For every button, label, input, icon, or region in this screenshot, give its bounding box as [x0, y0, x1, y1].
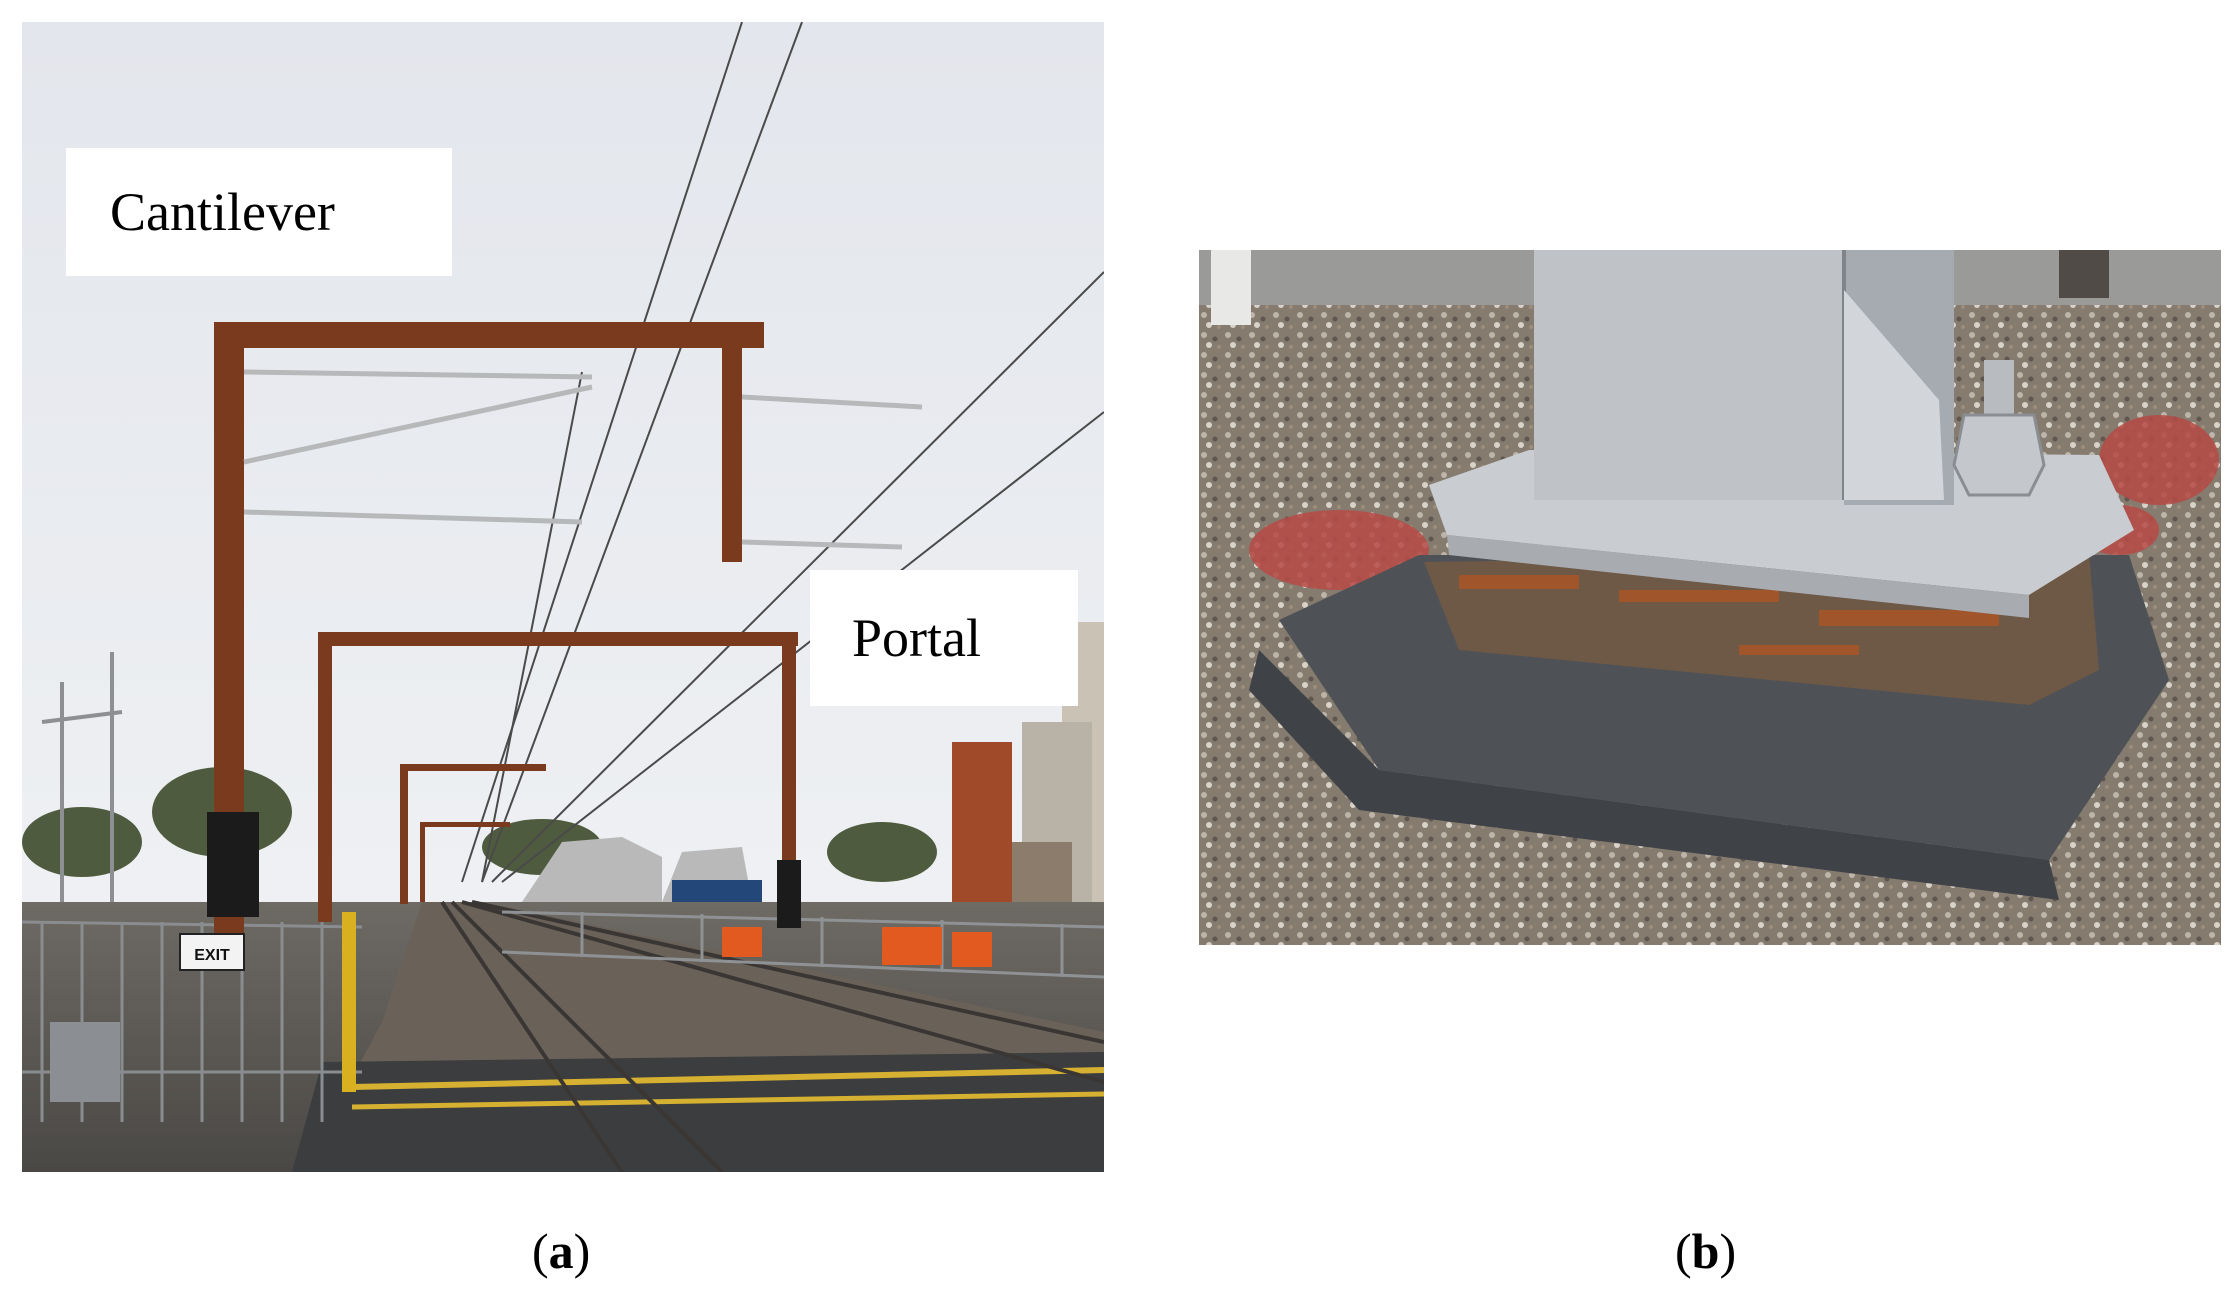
red-plants — [1249, 415, 2219, 590]
caption-a-close: ) — [573, 1223, 591, 1279]
steel-column — [1534, 250, 1844, 500]
road-marking — [351, 1067, 1104, 1090]
gusset — [1844, 290, 1944, 500]
caption-a-letter: a — [548, 1223, 574, 1279]
fence-right — [501, 910, 1104, 979]
road-marking-2 — [351, 1091, 1104, 1110]
cantilever-arms — [243, 369, 923, 550]
bollard — [2059, 250, 2109, 298]
label-portal-text: Portal — [852, 608, 981, 668]
left-poles — [41, 652, 123, 902]
portal-mast — [318, 632, 801, 928]
caption-b-open: ( — [1675, 1223, 1692, 1279]
base-plate-edge — [1447, 535, 2029, 618]
rust-streaks — [1459, 575, 1999, 655]
orange-barriers — [722, 927, 992, 967]
caption-a: (a) — [532, 1222, 590, 1280]
buildings — [952, 622, 1104, 922]
photo-mast-base — [1199, 250, 2221, 945]
caption-a-open: ( — [532, 1223, 549, 1279]
exit-sign-text: EXIT — [194, 947, 230, 964]
label-cantilever-text: Cantilever — [110, 182, 335, 242]
electrical-box — [50, 1022, 120, 1102]
distant-portals — [400, 764, 546, 904]
photo-railway-masts: EXIT Cantilever Portal — [22, 22, 1104, 1172]
overhead-wires — [461, 22, 1104, 883]
yellow-post — [342, 912, 356, 1092]
white-post — [1211, 250, 1251, 325]
cantilever-mast — [207, 322, 764, 937]
rails — [440, 900, 1104, 1172]
railway-scene: EXIT — [22, 22, 1104, 1172]
label-cantilever: Cantilever — [66, 148, 452, 276]
anchor-nut — [1952, 413, 2046, 497]
caption-b-letter: b — [1691, 1223, 1720, 1279]
caption-b-close: ) — [1719, 1223, 1737, 1279]
label-portal: Portal — [810, 570, 1078, 706]
base-plate-scene — [1199, 250, 2221, 945]
caption-b: (b) — [1675, 1222, 1736, 1280]
concrete-footing-face — [1249, 650, 2059, 900]
exit-sign — [179, 933, 245, 971]
